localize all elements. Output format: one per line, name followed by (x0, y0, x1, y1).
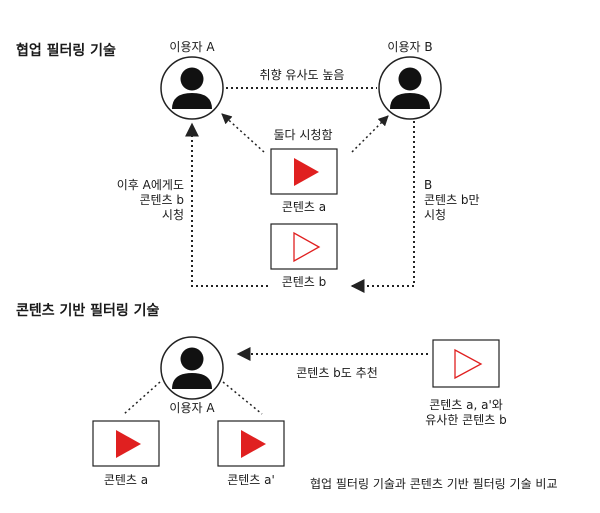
link-a-to-content-a (221, 113, 265, 153)
flow-b-to-content-b (350, 121, 415, 293)
recommend-label: 콘텐츠 b도 추천 (296, 366, 378, 380)
left-note: 이후 A에게도 콘텐츠 b 시청 (116, 178, 184, 222)
similar-note: 콘텐츠 a, a'와 유사한 콘텐츠 b (425, 398, 507, 427)
right-note: B 콘텐츠 b만 시청 (424, 178, 480, 222)
similarity-label: 취향 유사도 높음 (259, 68, 345, 82)
user-b-label: 이용자 B (387, 40, 433, 54)
content-a-prime-label: 콘텐츠 a' (227, 473, 275, 487)
content-a-thumbnail (270, 148, 338, 195)
content-a-label: 콘텐츠 a (281, 200, 327, 214)
user-b-avatar (378, 56, 442, 120)
link-b-to-content-a (351, 115, 389, 153)
content-a-prime-thumbnail (217, 420, 285, 467)
user-a-avatar-2 (160, 336, 224, 400)
user-a-label-2: 이용자 A (169, 401, 215, 415)
flow-content-b-to-a (185, 122, 268, 287)
content-b-thumbnail (270, 223, 338, 270)
section1-title: 협업 필터링 기술 (16, 43, 116, 59)
link-a-to-content-a-prime (222, 381, 263, 415)
both-watched-label: 둘다 시청함 (273, 128, 333, 142)
content-a-label-2: 콘텐츠 a (103, 473, 149, 487)
section2-title: 콘텐츠 기반 필터링 기술 (16, 303, 160, 319)
user-a-avatar (160, 56, 224, 120)
user-a-label: 이용자 A (169, 40, 215, 54)
caption: 협업 필터링 기술과 콘텐츠 기반 필터링 기술 비교 (310, 477, 558, 491)
similar-content-b-thumbnail (432, 339, 500, 388)
content-b-label: 콘텐츠 b (281, 275, 327, 289)
link-a-to-content-a-2 (123, 381, 161, 415)
content-a-thumbnail-2 (92, 420, 160, 467)
